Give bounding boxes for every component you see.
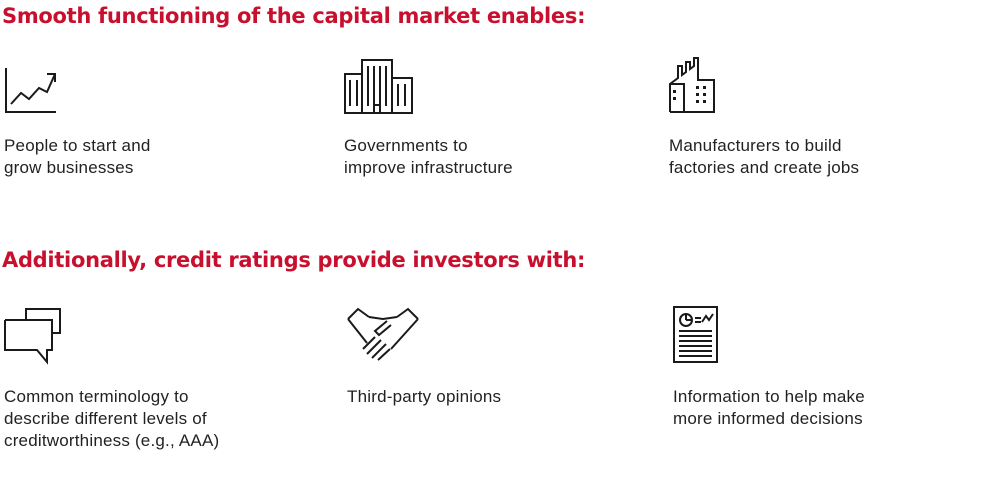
caption-line: factories and create jobs [669, 158, 860, 177]
benefit-item-start-businesses: People to start and grow businesses [4, 66, 304, 177]
report-document-icon [673, 306, 973, 364]
benefit-item-factories: Manufacturers to build factories and cre… [669, 56, 969, 177]
caption-line: Common terminology to [4, 387, 189, 406]
caption-line: grow businesses [4, 158, 134, 177]
benefit-item-infrastructure: Governments to improve infrastructure [344, 58, 644, 177]
section-heading-capital-market: Smooth functioning of the capital market… [2, 4, 586, 28]
benefit-caption: Governments to improve infrastructure [344, 135, 513, 179]
caption-line: improve infrastructure [344, 158, 513, 177]
line-chart-icon [4, 66, 304, 114]
handshake-icon [347, 307, 647, 361]
caption-line: Information to help make [673, 387, 865, 406]
caption-line: People to start and [4, 136, 151, 155]
caption-line: Third-party opinions [347, 387, 502, 406]
benefit-caption: Information to help make more informed d… [673, 386, 865, 430]
buildings-icon [344, 58, 644, 114]
benefit-caption: People to start and grow businesses [4, 135, 151, 179]
caption-line: Governments to [344, 136, 468, 155]
benefit-item-third-party-opinions: Third-party opinions [347, 307, 647, 406]
benefit-caption: Common terminology to describe different… [4, 386, 219, 452]
caption-line: describe different levels of [4, 409, 207, 428]
caption-line: Manufacturers to build [669, 136, 842, 155]
benefit-caption: Third-party opinions [347, 386, 501, 408]
speech-bubbles-icon [4, 308, 304, 365]
section-heading-credit-ratings: Additionally, credit ratings provide inv… [2, 248, 586, 272]
benefit-item-common-terminology: Common terminology to describe different… [4, 308, 304, 450]
benefit-caption: Manufacturers to build factories and cre… [669, 135, 859, 179]
caption-line: more informed decisions [673, 409, 863, 428]
caption-line: creditworthiness (e.g., AAA) [4, 431, 220, 450]
factory-icon [669, 56, 969, 114]
benefit-item-informed-decisions: Information to help make more informed d… [673, 306, 973, 428]
